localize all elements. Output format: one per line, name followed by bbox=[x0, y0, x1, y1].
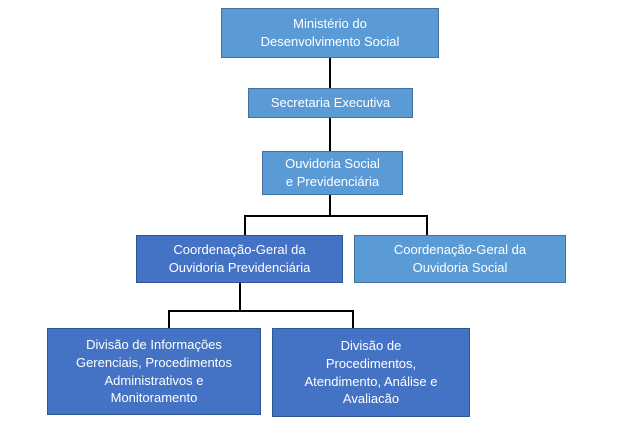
node-divisao-informacoes-gerenciais: Divisão de Informações Gerenciais, Proce… bbox=[47, 328, 261, 415]
connector-cg-prev-branches bbox=[168, 310, 354, 329]
connector-ouvidoria-branches bbox=[244, 215, 428, 236]
node-ouvidoria-social-previdenciaria: Ouvidoria Social e Previdenciária bbox=[262, 151, 403, 195]
node-divisao-procedimentos-atendimento: Divisão de Procedimentos, Atendimento, A… bbox=[272, 328, 470, 417]
node-cg-ouvidoria-previdenciaria: Coordenação-Geral da Ouvidoria Previdenc… bbox=[136, 235, 343, 283]
node-ministerio-desenvolvimento-social: Ministério do Desenvolvimento Social bbox=[221, 8, 439, 58]
node-secretaria-executiva: Secretaria Executiva bbox=[248, 88, 413, 118]
node-cg-ouvidoria-social: Coordenação-Geral da Ouvidoria Social bbox=[354, 235, 566, 283]
